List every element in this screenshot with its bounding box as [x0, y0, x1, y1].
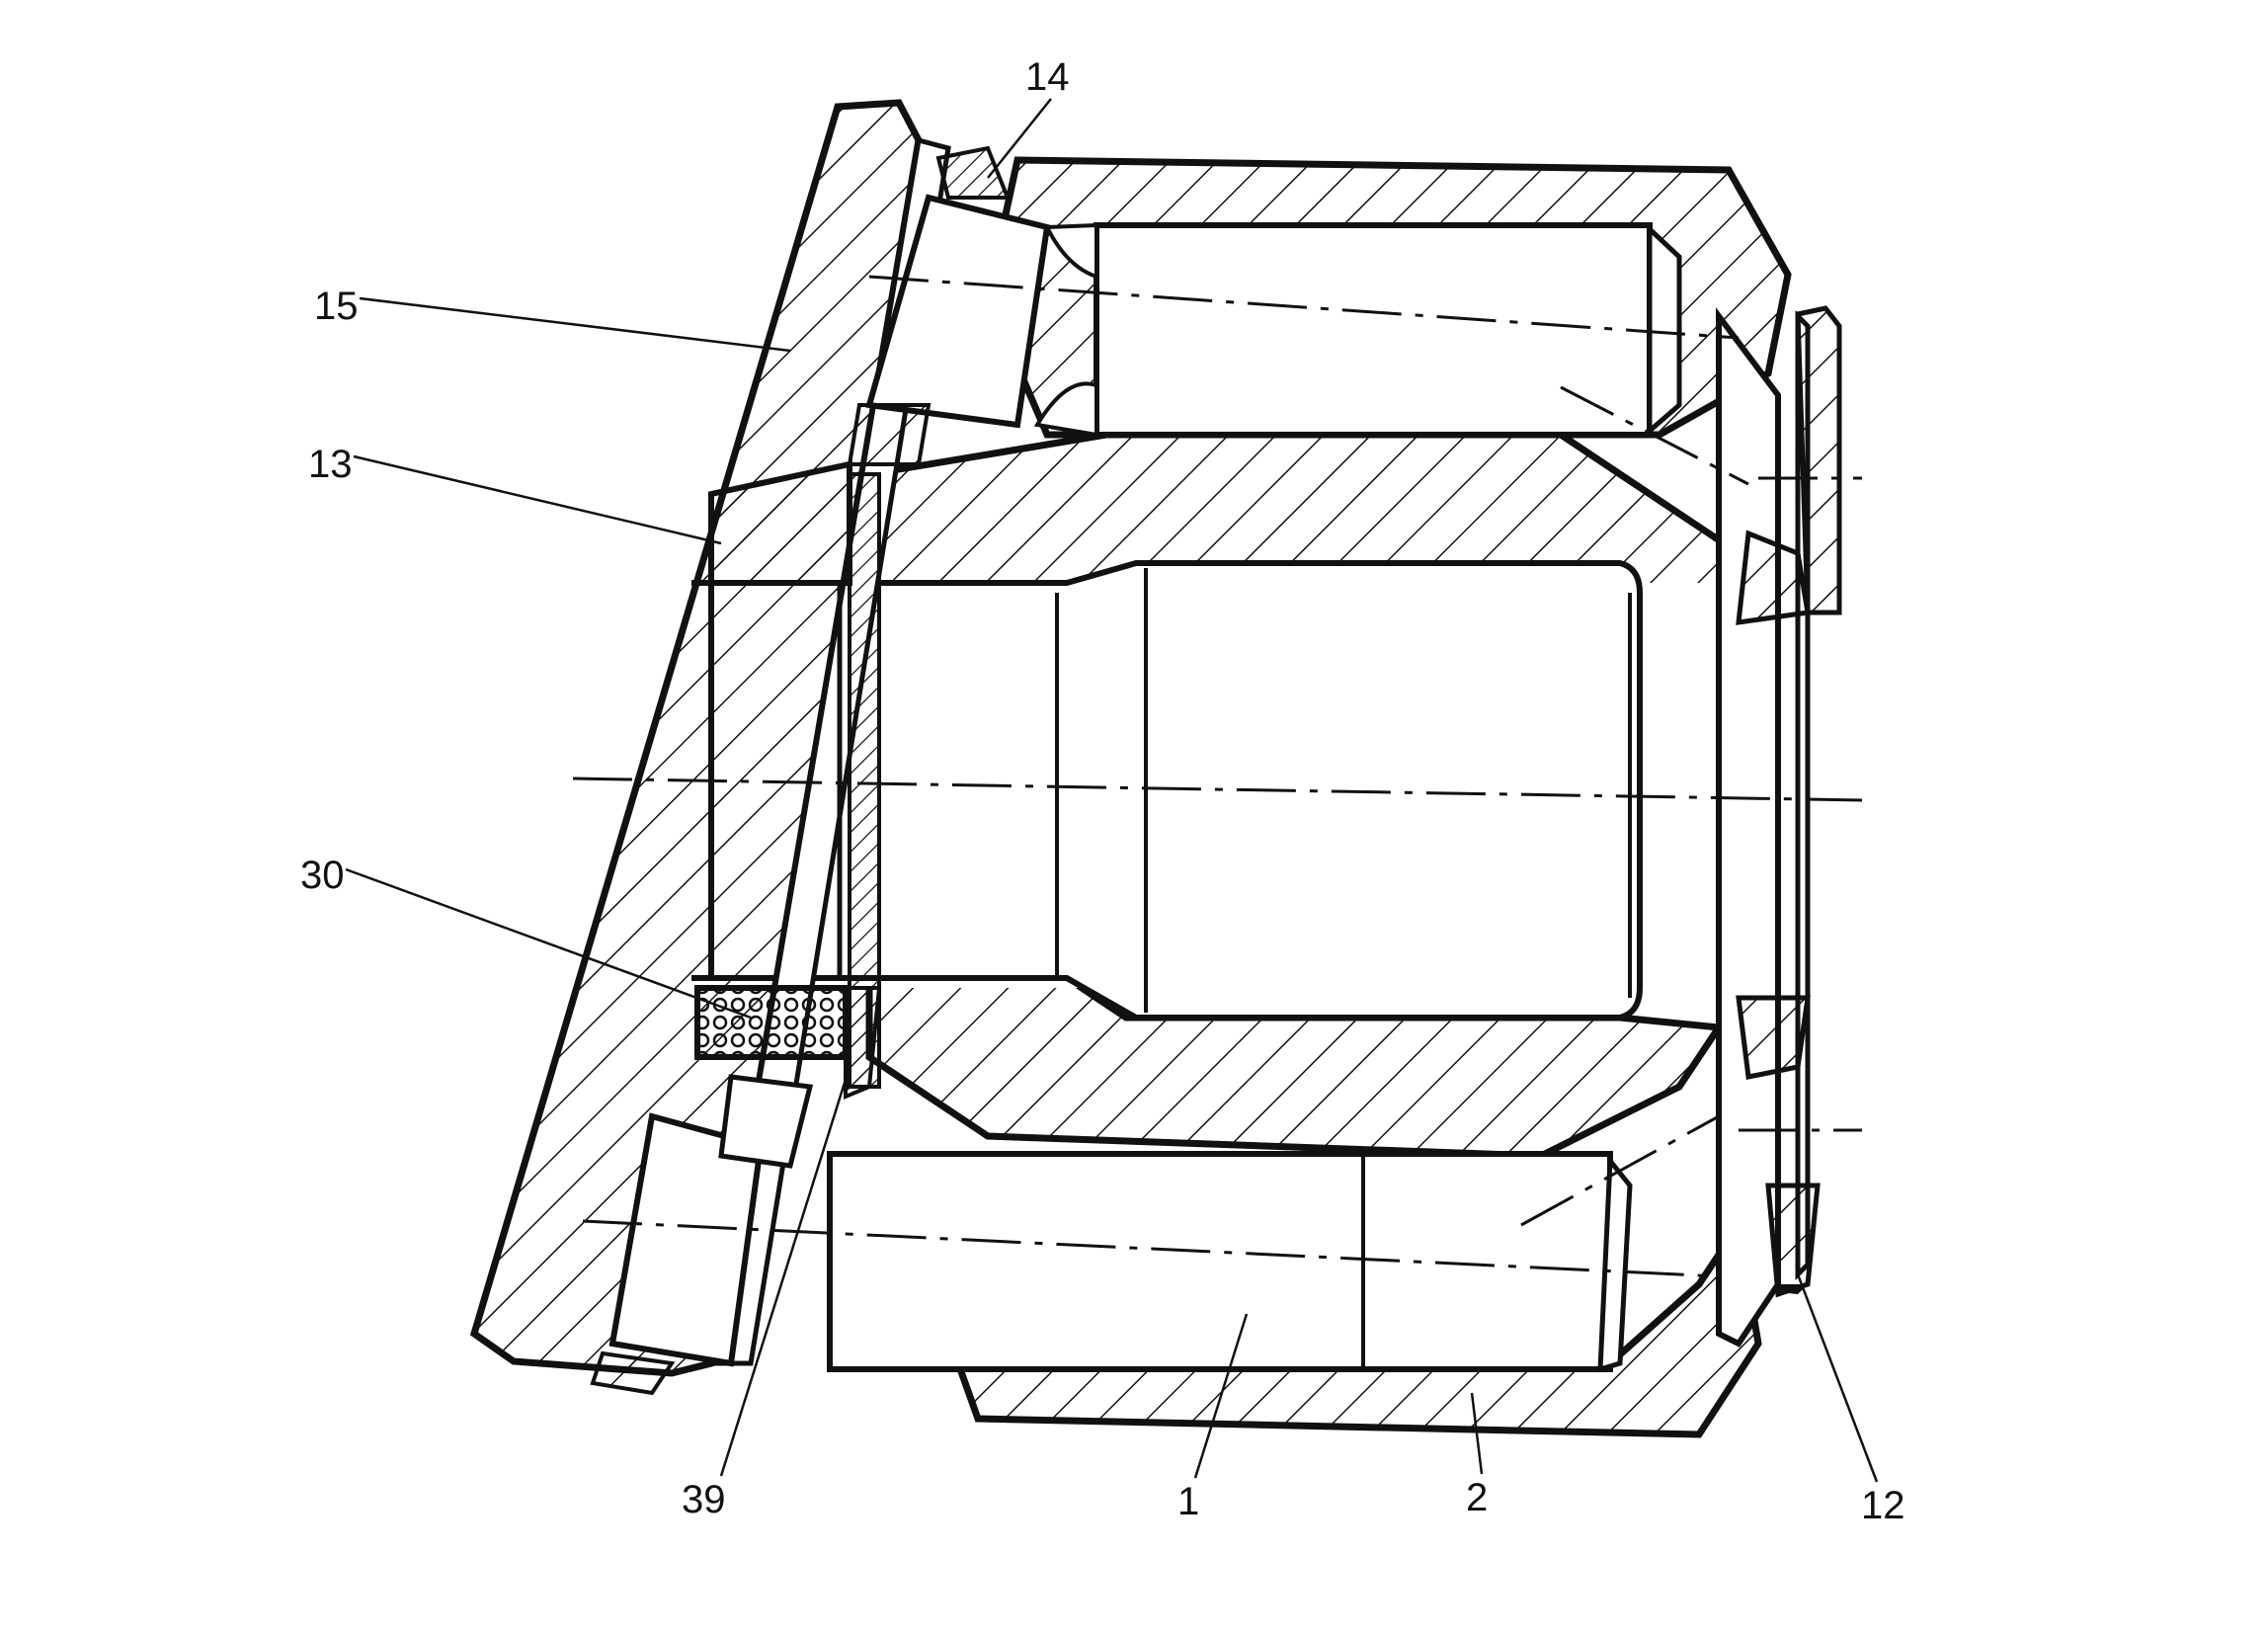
- centerlines: [572, 275, 1863, 1278]
- upper-slipper: [847, 145, 1051, 466]
- callout-2: 2: [1466, 1476, 1489, 1519]
- spring: [694, 985, 882, 1100]
- port-plate: [1716, 305, 1842, 1348]
- upper-piston: [1033, 222, 1682, 438]
- lower-piston: [827, 1151, 1633, 1373]
- callout-39: 39: [682, 1478, 726, 1521]
- callout-13: 13: [308, 443, 353, 486]
- leader-lines: [345, 98, 1879, 1483]
- callout-14: 14: [1025, 55, 1070, 99]
- lower-slipper: [590, 1074, 814, 1396]
- callout-1: 1: [1177, 1480, 1200, 1523]
- callout-12: 12: [1861, 1484, 1905, 1527]
- callout-30: 30: [300, 854, 345, 897]
- spherical-bushing: [708, 460, 881, 1089]
- callout-15: 15: [314, 285, 359, 328]
